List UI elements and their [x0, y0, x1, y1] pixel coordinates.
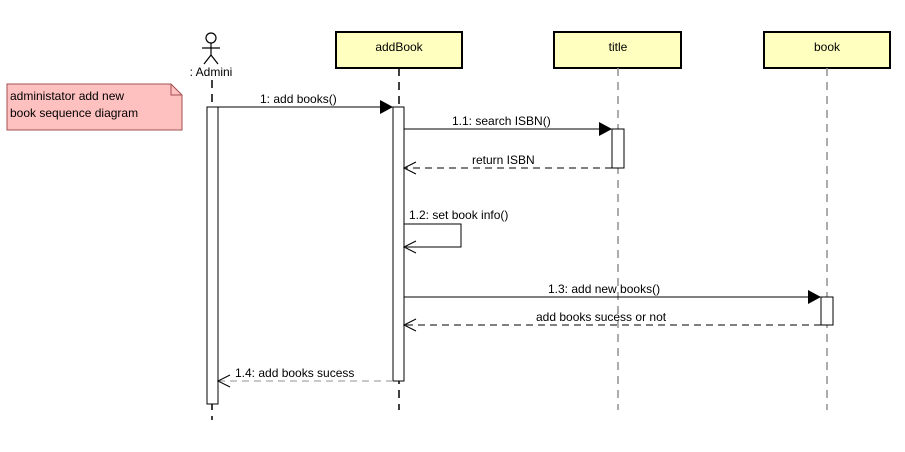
activation-admin: [206, 106, 219, 405]
message-set-book-info-label: 1.2: set book info(): [409, 208, 508, 222]
note-line-2: book sequence diagram: [10, 106, 138, 120]
message-search-isbn-label: 1.1: search ISBN(): [452, 114, 551, 128]
message-return-isbn-label: return ISBN: [472, 153, 535, 167]
message-search-isbn: 1.1: search ISBN(): [404, 114, 612, 136]
lifeline-book-header: book: [763, 31, 891, 69]
message-add-new-books: 1.3: add new books(): [404, 282, 821, 304]
message-return-isbn: return ISBN: [402, 153, 612, 175]
actor-label: : Admini: [190, 65, 233, 79]
lifeline-book-label: book: [814, 40, 841, 54]
diagram-note: administator add new book sequence diagr…: [6, 83, 183, 131]
note-line-1: administator add new: [10, 89, 124, 103]
message-add-books-result-label: add books sucess or not: [536, 310, 667, 324]
actor-head: [205, 32, 217, 44]
message-add-books-label: 1: add books(): [260, 92, 337, 106]
message-add-books-sucess-label: 1.4: add books sucess: [235, 366, 354, 380]
message-add-books-sucess: 1.4: add books sucess: [216, 366, 393, 388]
lifeline-addbook-label: addBook: [375, 40, 423, 54]
message-set-book-info: 1.2: set book info(): [402, 208, 508, 254]
activation-book: [820, 296, 834, 326]
activation-title: [611, 128, 625, 169]
message-add-books-result: add books sucess or not: [402, 310, 821, 332]
message-add-books: 1: add books(): [218, 92, 393, 114]
message-add-new-books-label: 1.3: add new books(): [548, 282, 660, 296]
lifeline-addbook-header: addBook: [335, 31, 463, 69]
lifeline-title-label: title: [609, 40, 628, 54]
lifeline-title-header: title: [553, 31, 682, 69]
actor-admin: : Admini: [190, 32, 233, 79]
activation-addbook: [392, 106, 405, 382]
